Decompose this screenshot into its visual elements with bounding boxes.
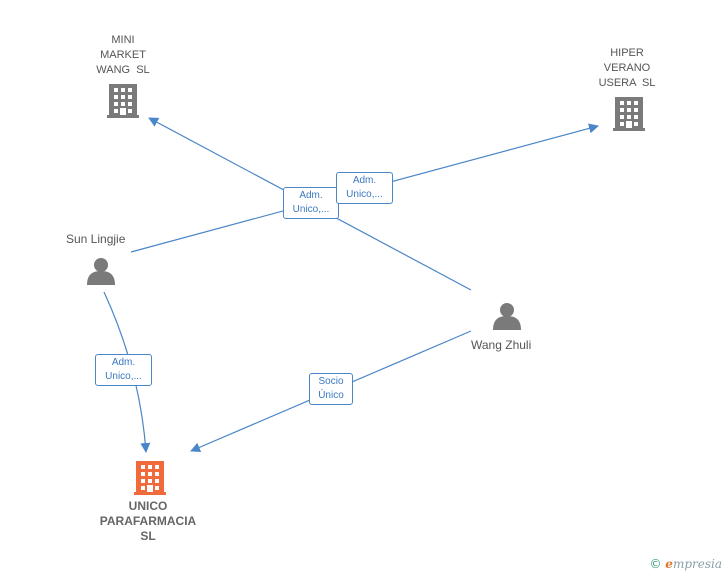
relation-line: Socio xyxy=(318,376,344,387)
company-name-line: SL xyxy=(140,529,156,543)
company-name-line: UNICO xyxy=(128,499,168,513)
person-label-wang-zhuli[interactable]: Wang Zhuli xyxy=(471,338,532,352)
company-name-line: MINI xyxy=(111,34,135,46)
company-label-hiper-verano[interactable]: HIPER VERANO USERA SL xyxy=(587,46,667,91)
company-name-line: VERANO xyxy=(603,62,651,74)
relation-line: Adm. xyxy=(352,175,377,186)
relation-line: Unico,... xyxy=(105,371,142,382)
brand-name: mpresia xyxy=(672,557,722,571)
company-name-line: USERA SL xyxy=(598,77,656,89)
company-name-line: MARKET xyxy=(100,49,146,61)
relation-line: Adm. xyxy=(299,190,323,201)
brand-initial: e xyxy=(665,557,673,571)
empresia-watermark: © empresia xyxy=(649,557,722,571)
building-icon[interactable] xyxy=(107,84,139,118)
company-label-unico-parafarmacia[interactable]: UNICO PARAFARMACIA SL xyxy=(90,499,206,544)
company-name-line: PARAFARMACIA xyxy=(99,514,197,528)
building-icon[interactable] xyxy=(613,97,645,131)
relation-label-adm-unico[interactable]: Adm. Unico,... xyxy=(336,172,393,204)
relation-label-socio-unico[interactable]: Socio Único xyxy=(309,373,353,405)
company-name-line: HIPER xyxy=(610,47,644,59)
relation-line: Único xyxy=(318,390,344,401)
building-icon[interactable] xyxy=(134,461,166,495)
person-icon[interactable] xyxy=(87,258,115,285)
company-name-line: WANG SL xyxy=(96,64,150,76)
person-label-sun-lingjie[interactable]: Sun Lingjie xyxy=(66,232,126,246)
company-label-mini-market[interactable]: MINI MARKET WANG SL xyxy=(83,33,163,78)
relation-label-adm-unico[interactable]: Adm. Unico,... xyxy=(283,187,339,219)
relation-line: Unico,... xyxy=(292,204,330,215)
relation-label-adm-unico[interactable]: Adm. Unico,... xyxy=(95,354,152,386)
copyright-icon: © xyxy=(649,557,662,571)
relation-line: Adm. xyxy=(111,357,136,368)
relation-line: Unico,... xyxy=(346,189,383,200)
person-icon[interactable] xyxy=(493,303,521,330)
